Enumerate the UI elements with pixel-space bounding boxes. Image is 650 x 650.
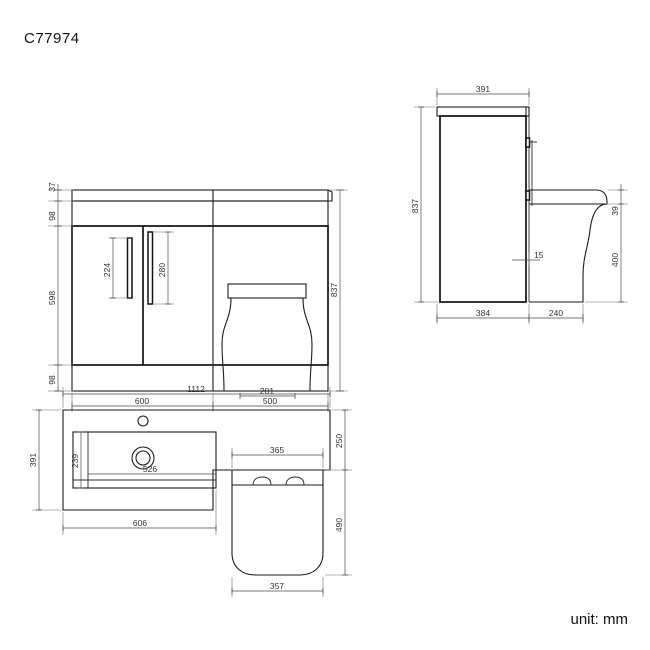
front-dim-left-chain: 37 98 598 98 [47,182,74,392]
plan-dim-toilet-base-width: 357 [231,577,324,597]
dim-side-pan-height: 400 [610,253,620,267]
side-dim-pan-height: 400 [585,210,628,303]
dim-plan-overall-width: 1112 [187,384,205,394]
side-door-handles [525,137,537,206]
dim-side-seat-thickness: 39 [610,206,620,216]
side-dim-bottom-chain: 384 240 [436,304,584,324]
dim-plan-overall-depth: 391 [28,453,38,467]
dim-side-total-height: 837 [410,199,420,213]
dim-front-top-plinth: 37 [47,182,57,192]
front-toilet [221,283,313,392]
dim-handle-right: 280 [157,263,167,277]
dim-handle-left: 224 [102,263,112,277]
front-dim-cabinet-width: 600 [71,393,214,412]
door-handle-left [126,237,133,299]
unit-label: unit: mm [570,611,628,628]
dim-front-total-height: 837 [329,283,339,297]
dim-front-lower-band: 98 [47,375,57,385]
dim-side-panel-offset: 15 [534,250,544,260]
dim-plan-toilet-base-width: 357 [270,581,284,591]
dim-plan-basin-outer-width: 606 [133,518,147,528]
dim-front-door-height: 598 [47,291,57,305]
dim-side-top-width: 391 [476,84,490,94]
dim-front-toilet-base-width: 201 [260,386,274,396]
dim-plan-toilet-offset-depth: 250 [334,434,344,448]
side-dim-seat-thickness: 39 [608,184,628,216]
dim-side-toilet-depth: 240 [549,308,563,318]
plan-dim-toilet-offset-depth: 250 [325,409,352,471]
front-cabinet-doors [71,226,144,365]
plan-dim-basin-inner-width: 526 [88,464,216,475]
front-dim-total-height: 837 [329,189,348,392]
plan-view: 1112 391 239 526 606 [28,384,352,597]
dim-plan-basin-inner-depth: 239 [70,454,80,468]
dim-plan-toilet-seat-depth: 490 [334,518,344,532]
door-handle-right [147,231,154,305]
side-toilet-profile [529,189,608,303]
dim-front-cabinet-width: 600 [135,396,149,406]
side-elevation-view: 391 837 15 39 400 [410,84,628,324]
dim-plan-toilet-seat-width: 365 [270,445,284,455]
plan-dim-overall-width: 1112 [62,384,331,408]
front-dim-toilet-section: 500 [213,393,329,412]
dim-front-upper-band: 98 [47,211,57,221]
front-cabinet-outline [71,189,333,392]
front-dim-handle-left: 224 [102,237,131,299]
plan-toilet [231,469,324,576]
page-title: C77974 [24,30,80,47]
plan-basin [72,415,217,489]
side-cabinet-outline [436,106,530,303]
front-elevation-view: 37 98 598 98 837 224 280 [47,182,348,412]
dim-side-cabinet-depth: 384 [476,308,490,318]
side-dim-total-height: 837 [410,106,438,303]
plan-dim-toilet-seat-width: 365 [231,445,324,468]
dim-front-toilet-section-width: 500 [263,396,277,406]
plan-worktop-outline [62,409,331,511]
plan-dim-basin-outer-width: 606 [62,490,217,535]
dim-plan-basin-inner-width: 526 [143,464,157,474]
front-dim-handle-right: 280 [152,231,174,305]
side-dim-panel-offset: 15 [512,250,544,266]
plan-dim-overall-depth: 391 [28,409,61,511]
plan-dim-toilet-seat-depth: 490 [325,470,352,576]
plan-dim-basin-inner-depth: 239 [70,431,84,489]
side-dim-top-width: 391 [436,84,530,105]
